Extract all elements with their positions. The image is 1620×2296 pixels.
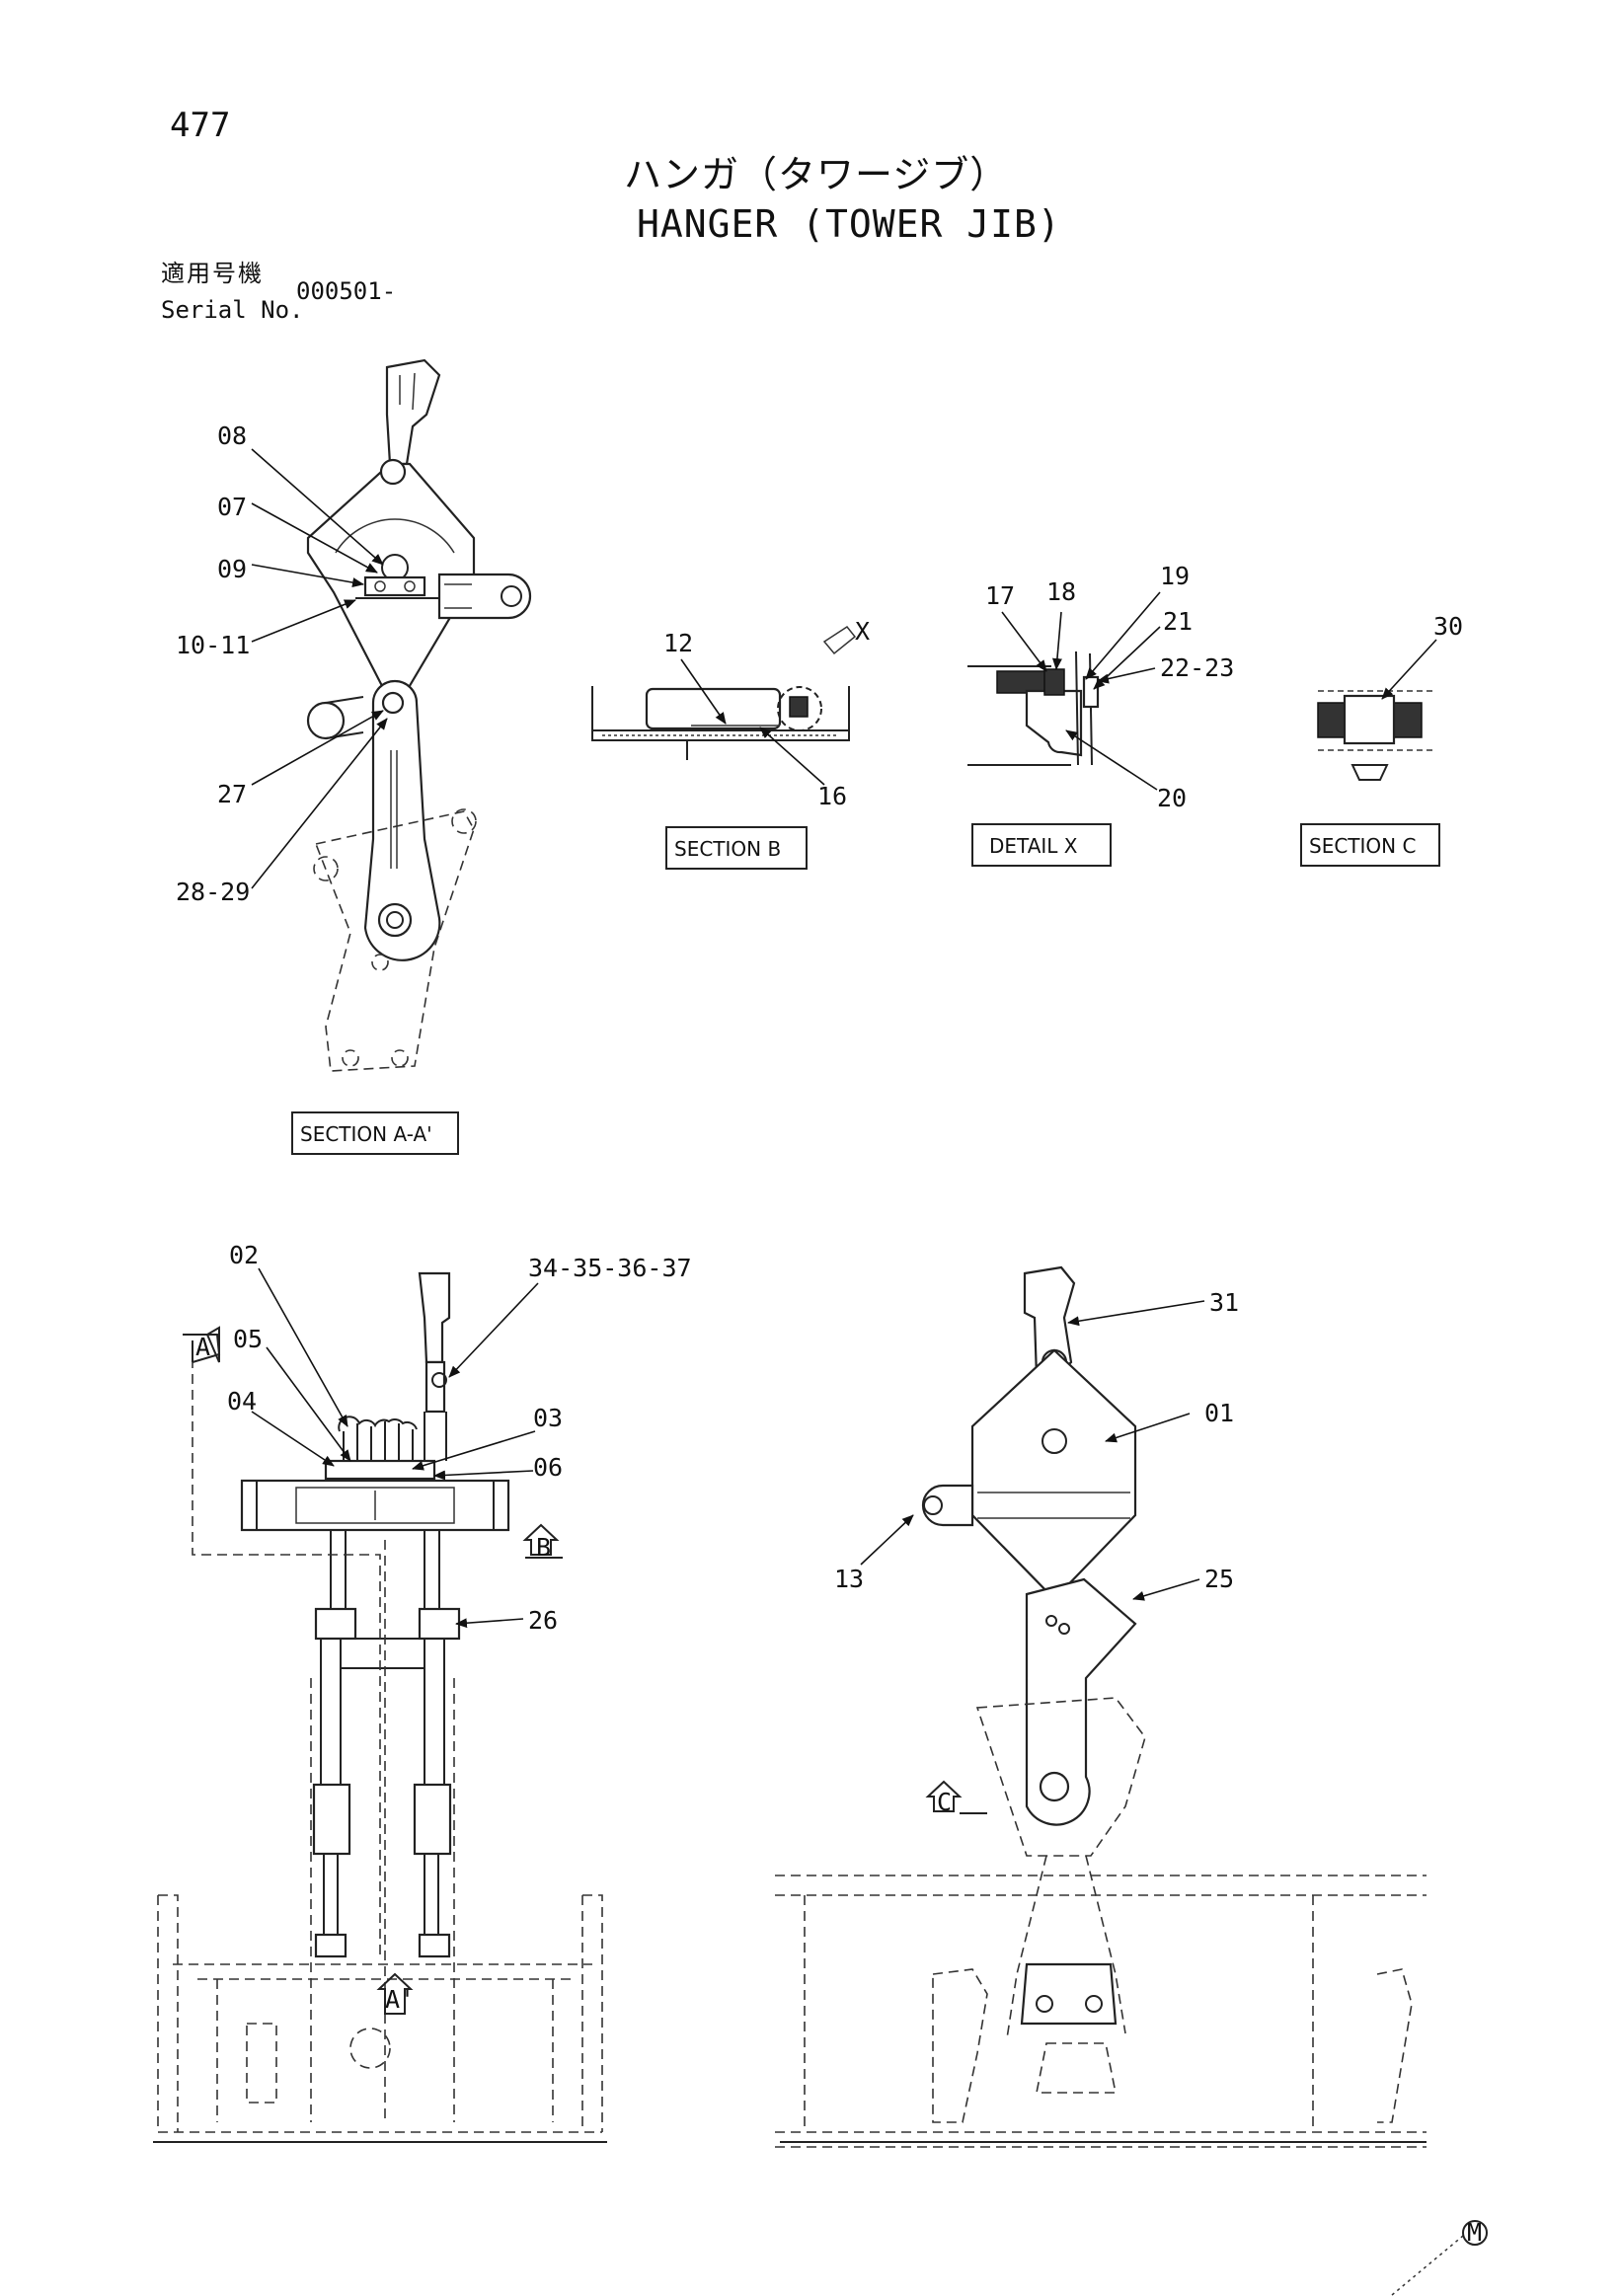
part-label: 22-23 [1160, 653, 1234, 682]
side-lug [437, 573, 532, 620]
tube-end [306, 701, 346, 740]
clevis-right [413, 1783, 452, 1856]
plate-hatched [996, 670, 1052, 694]
svg-text:M: M [1467, 2218, 1482, 2247]
bolt-head [1043, 668, 1065, 696]
svg-text:B: B [536, 1533, 551, 1562]
section-b-tag: SECTION B [665, 826, 808, 870]
page-number: 477 [170, 106, 231, 145]
part-label: 17 [985, 581, 1015, 610]
part-label: 34-35-36-37 [528, 1254, 692, 1282]
part-label: 03 [533, 1404, 563, 1432]
part-label: 09 [217, 555, 247, 583]
section-aa-tag: SECTION A-A' [291, 1111, 459, 1155]
part-label: 10-11 [176, 631, 250, 659]
serial-label-english: Serial No. [161, 296, 304, 324]
part-label: 02 [229, 1241, 259, 1269]
section-aa-view [306, 358, 532, 1072]
hatch-left [1317, 702, 1349, 738]
revision-marker-m: M [1391, 2218, 1488, 2296]
part-label: 21 [1163, 607, 1193, 636]
section-marker-a: A [183, 1326, 221, 1363]
hanger-hook [385, 358, 441, 466]
retainer-plate [363, 575, 426, 597]
svg-text:SECTION C: SECTION C [1309, 834, 1416, 858]
title-japanese: ハンガ（タワージブ） [624, 153, 1009, 196]
svg-text:SECTION B: SECTION B [674, 837, 781, 861]
front-view [153, 1271, 607, 2143]
part-label: 27 [217, 780, 247, 808]
svg-text:C: C [937, 1788, 952, 1816]
part-label: 18 [1046, 577, 1076, 606]
section-c-tag: SECTION C [1300, 823, 1440, 867]
hook-pin [379, 458, 407, 486]
main-plate [970, 1348, 1137, 1601]
link-25 [1025, 1577, 1137, 1826]
detail-x-circle [777, 686, 822, 731]
part-label: 30 [1433, 612, 1463, 641]
part-label: 13 [834, 1565, 864, 1593]
detail-x-view [967, 651, 1100, 766]
section-c-view [1317, 690, 1436, 781]
part-label: 01 [1204, 1399, 1234, 1427]
svg-text:DETAIL X: DETAIL X [989, 834, 1078, 858]
part-label: 20 [1157, 784, 1187, 812]
svg-text:SECTION A-A': SECTION A-A' [300, 1122, 432, 1146]
bushing [1343, 694, 1396, 745]
hatch-right [1391, 702, 1423, 738]
part-label: 05 [233, 1325, 263, 1353]
detail-x-marker: X [855, 617, 870, 646]
section-marker-b: B [522, 1523, 563, 1562]
part-label: 16 [817, 782, 847, 810]
title-english: HANGER (TOWER JIB) [637, 202, 1061, 246]
serial-label-japanese: 適用号機 [161, 260, 264, 287]
part-label: 08 [217, 421, 247, 450]
clevis-left [312, 1783, 351, 1856]
part-label: 26 [528, 1606, 558, 1635]
part-label: 04 [227, 1387, 257, 1416]
bracket-outline-dashed [314, 810, 475, 1072]
part-label: 06 [533, 1453, 563, 1482]
side-view [775, 1265, 1427, 2148]
bracket-body [1025, 689, 1083, 757]
link-plate [363, 679, 441, 961]
part-label: 07 [217, 493, 247, 521]
serial-number-range: 000501- [296, 277, 397, 305]
svg-text:A': A' [385, 1985, 415, 2014]
svg-text:A: A [195, 1333, 210, 1361]
bracket-outline-dashed [975, 1697, 1146, 1857]
boom-frame-dashed [775, 1875, 1427, 2148]
section-marker-c: C [925, 1780, 987, 1816]
section-b-view [591, 625, 857, 760]
boom-frame-dashed [157, 1894, 603, 2133]
section-marker-a-prime: A' [376, 1972, 415, 2015]
section-aa-leaders [251, 448, 388, 889]
pin-body [645, 687, 782, 730]
part-label: 25 [1204, 1565, 1234, 1593]
part-label: 19 [1160, 562, 1190, 590]
part-label: 28-29 [176, 878, 250, 906]
part-label: 31 [1209, 1288, 1239, 1317]
detail-x-tag: DETAIL X [971, 823, 1112, 867]
part-label: 12 [663, 629, 693, 657]
